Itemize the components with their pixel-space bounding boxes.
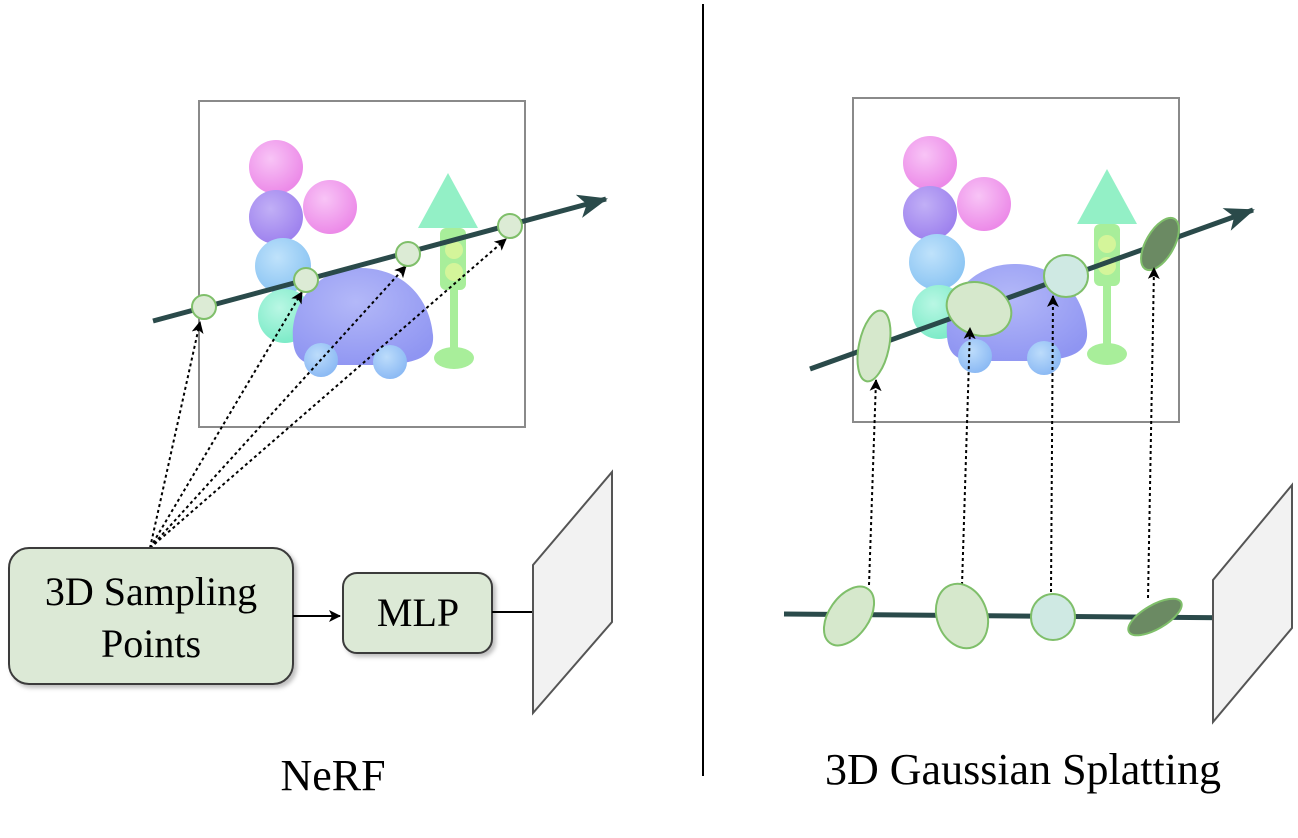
gaussian-splatting-panel: 3D Gaussian Splatting bbox=[783, 97, 1293, 794]
scene-objects-icon bbox=[249, 140, 478, 379]
nerf-caption: NeRF bbox=[280, 751, 385, 800]
gaussian-ellipse bbox=[1127, 597, 1183, 637]
gaussian-ellipse bbox=[1140, 216, 1180, 272]
gaussian-ellipse bbox=[856, 309, 892, 383]
sampling-dotted-arrows bbox=[149, 238, 507, 549]
sample-point bbox=[395, 241, 421, 267]
gaussian-ellipse bbox=[1030, 593, 1076, 641]
projection-dotted-arrows bbox=[868, 267, 1160, 599]
gaussian-ellipse bbox=[934, 582, 990, 650]
sampling-points-label-line1: 3D Sampling bbox=[45, 569, 257, 614]
scene-gaussians bbox=[856, 216, 1180, 383]
sample-point bbox=[293, 267, 319, 293]
image-plane-icon bbox=[532, 469, 613, 716]
gaussian-ellipse bbox=[1043, 254, 1089, 298]
gs-caption: 3D Gaussian Splatting bbox=[825, 745, 1221, 794]
ray-arrow-icon bbox=[152, 194, 608, 324]
sample-point bbox=[191, 294, 217, 320]
sample-points bbox=[191, 213, 523, 320]
nerf-panel: 3D Sampling Points MLP NeRF bbox=[8, 100, 613, 800]
sample-point bbox=[497, 213, 523, 239]
projected-gaussians bbox=[822, 582, 1183, 650]
gaussian-ellipse bbox=[822, 585, 876, 647]
gs-scene-frame bbox=[852, 97, 1180, 423]
sampling-points-label-line2: Points bbox=[101, 621, 201, 666]
mlp-label: MLP bbox=[377, 590, 459, 635]
image-plane-icon bbox=[1212, 482, 1293, 725]
